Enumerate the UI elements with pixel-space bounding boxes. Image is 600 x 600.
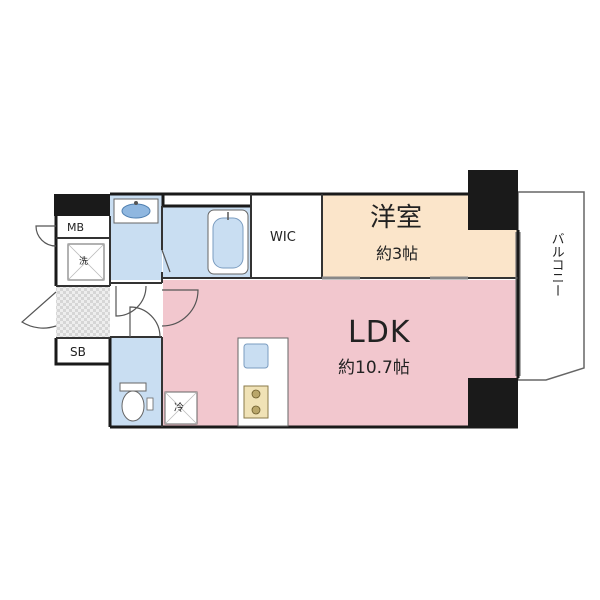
balcony-label: バルコニー xyxy=(548,232,564,297)
wic-label: WIC xyxy=(270,230,296,245)
hall-area xyxy=(110,283,162,337)
western-room-size: 約3帖 xyxy=(376,244,419,263)
bath-door xyxy=(161,249,171,273)
column-bottom-right xyxy=(468,378,518,428)
mb-door xyxy=(35,225,57,247)
ldk-room xyxy=(163,280,518,427)
sb-label: SB xyxy=(70,345,86,359)
ldk-name: LDK xyxy=(348,315,411,350)
column-top-left xyxy=(54,194,110,216)
wic-room xyxy=(252,194,322,278)
washbasin-bowl xyxy=(121,203,151,219)
kitchen-counter xyxy=(237,337,289,427)
washer-label: 洗 xyxy=(79,257,89,267)
fridge-label: 冷 xyxy=(174,403,184,414)
doors xyxy=(20,225,468,338)
washroom-door xyxy=(115,285,147,317)
entrance-floor xyxy=(56,286,110,338)
interior-walls xyxy=(56,194,518,427)
column-top-right xyxy=(468,170,518,230)
exterior-walls xyxy=(54,192,520,429)
toilet xyxy=(119,382,154,422)
ldk-size: 約10.7帖 xyxy=(338,358,410,378)
ldk-door xyxy=(161,289,199,327)
entrance-door xyxy=(20,291,57,329)
western-room-name: 洋室 xyxy=(370,203,423,233)
mb-label: MB xyxy=(67,221,85,234)
toilet-door xyxy=(129,306,161,338)
kitchen-sink xyxy=(243,343,269,369)
balcony-window xyxy=(515,232,521,376)
